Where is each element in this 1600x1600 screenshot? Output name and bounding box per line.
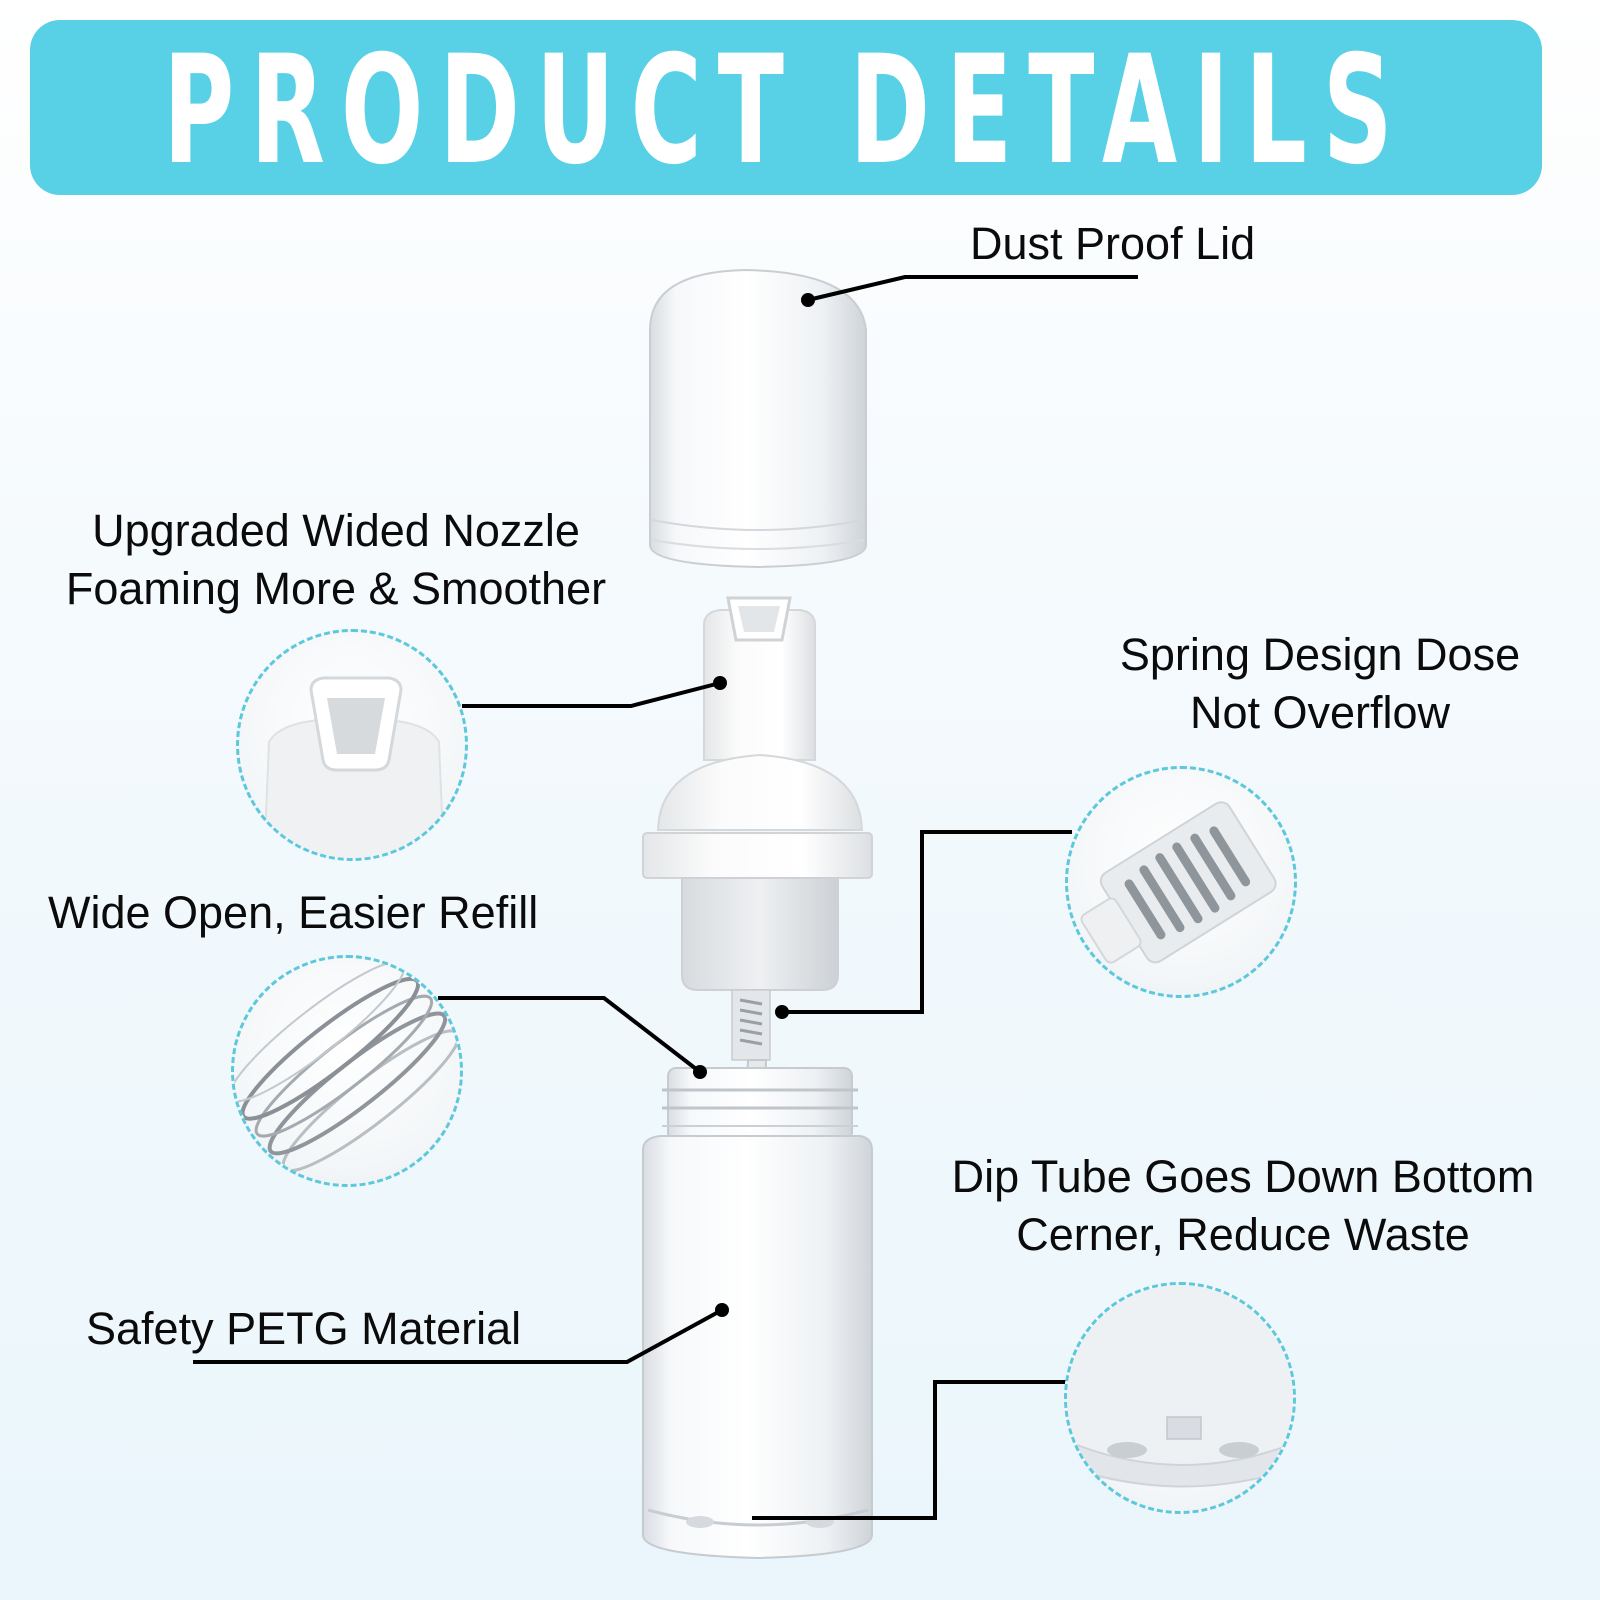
bottom-detail-inset [1064,1282,1296,1514]
label-text: Safety PETG Material [86,1303,522,1354]
nozzle-detail-inset [236,629,468,861]
label-dip-tube: Dip Tube Goes Down Bottom Cerner, Reduce… [905,1148,1581,1264]
header-banner: PRODUCT DETAILS [30,20,1542,195]
label-wide-open: Wide Open, Easier Refill [48,884,538,942]
leader-lines [193,275,1138,1520]
thread-detail-icon [234,960,460,1173]
page-title: PRODUCT DETAILS [163,23,1409,198]
label-line-1: Spring Design Dose [1119,629,1521,680]
bottom-detail-icon [1067,1285,1293,1488]
label-line-1: Dip Tube Goes Down Bottom [951,1151,1535,1202]
pump-head [642,596,873,1249]
label-line-2: Not Overflow [1189,687,1451,738]
bottle [642,1067,873,1560]
label-line-1: Upgraded Wided Nozzle [92,505,580,556]
label-petg: Safety PETG Material [86,1300,521,1358]
label-text: Wide Open, Easier Refill [48,887,539,938]
dust-proof-lid [649,268,867,569]
spring-detail-icon [1080,801,1277,964]
label-line-2: Foaming More & Smoother [65,563,607,614]
nozzle-detail-icon [263,676,445,858]
spring-detail-inset [1065,766,1297,998]
leader-dots [693,293,815,1317]
label-text: Dust Proof Lid [970,218,1256,269]
label-line-2: Cerner, Reduce Waste [1016,1209,1470,1260]
label-nozzle: Upgraded Wided Nozzle Foaming More & Smo… [24,502,648,618]
label-spring: Spring Design Dose Not Overflow [1070,626,1570,742]
label-dust-proof-lid: Dust Proof Lid [970,215,1255,273]
thread-detail-inset [231,955,463,1187]
